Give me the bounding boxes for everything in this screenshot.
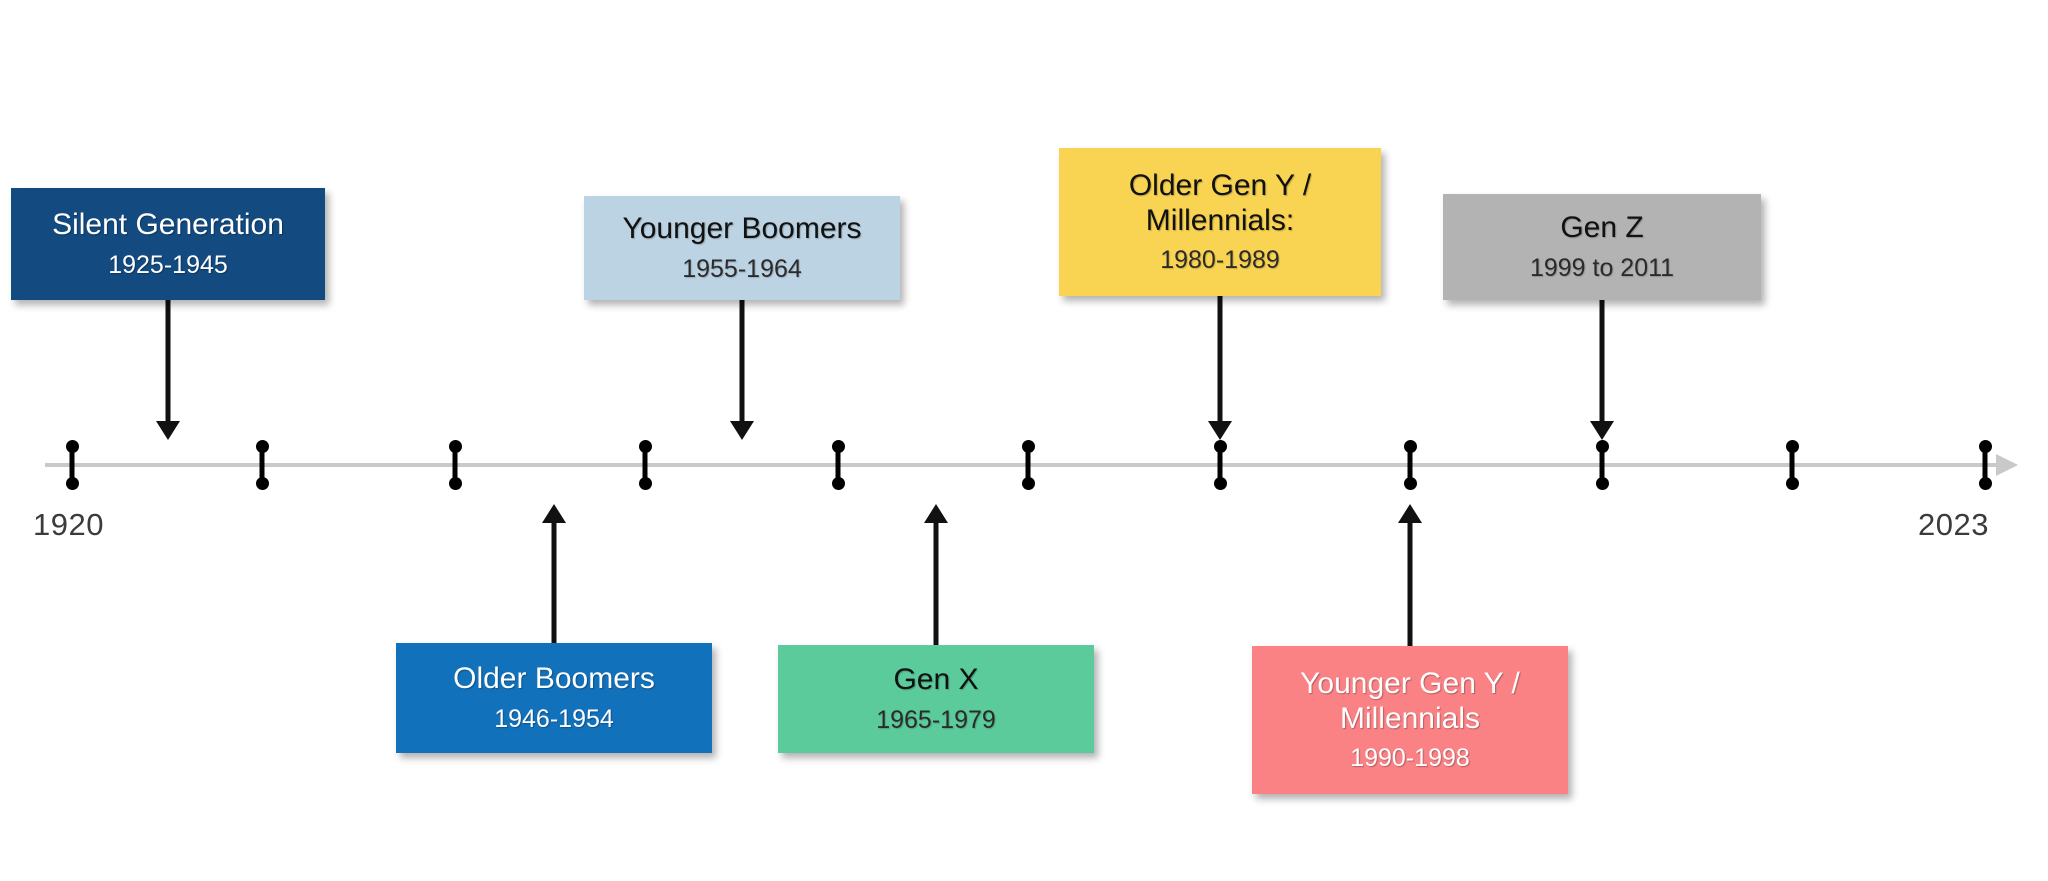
generation-box[interactable]: Younger Boomers 1955-1964	[584, 196, 900, 300]
timeline-axis-line	[45, 463, 2000, 467]
axis-tick	[1982, 446, 1988, 484]
generation-box[interactable]: Older Gen Y / Millennials: 1980-1989	[1059, 148, 1381, 296]
connector-arrowhead-up-icon	[924, 504, 948, 523]
generation-title: Younger Boomers	[622, 212, 862, 246]
connector-line	[1599, 300, 1605, 426]
generation-year-range: 1965-1979	[876, 705, 996, 734]
generation-title: Silent Generation	[52, 208, 284, 242]
connector-arrowhead-down-icon	[156, 421, 180, 440]
axis-tick	[259, 446, 265, 484]
connector-line	[739, 300, 745, 426]
axis-tick	[1217, 446, 1223, 484]
timeline-axis-arrow-icon	[1996, 454, 2018, 476]
generation-year-range: 1925-1945	[108, 250, 228, 279]
generation-box[interactable]: Older Boomers 1946-1954	[396, 643, 712, 753]
connector-arrowhead-down-icon	[730, 421, 754, 440]
axis-tick	[69, 446, 75, 484]
generation-title: Younger Gen Y / Millennials	[1300, 667, 1520, 735]
connector-line	[165, 300, 171, 426]
connector-line	[933, 518, 939, 645]
axis-end-year-label: 2023	[1918, 507, 1989, 542]
connector-line	[1407, 518, 1413, 646]
connector-arrowhead-up-icon	[542, 504, 566, 523]
generation-title: Older Gen Y / Millennials:	[1128, 169, 1312, 237]
generation-box[interactable]: Younger Gen Y / Millennials 1990-1998	[1252, 646, 1568, 794]
generation-box[interactable]: Gen X 1965-1979	[778, 645, 1094, 753]
connector-arrowhead-down-icon	[1208, 421, 1232, 440]
generation-title: Gen Z	[1560, 211, 1644, 245]
generation-year-range: 1955-1964	[682, 254, 802, 283]
connector-arrowhead-up-icon	[1398, 504, 1422, 523]
axis-start-year-label: 1920	[33, 507, 104, 542]
axis-tick	[1599, 446, 1605, 484]
axis-tick	[835, 446, 841, 484]
axis-tick	[1407, 446, 1413, 484]
connector-line	[551, 518, 557, 643]
axis-tick	[1789, 446, 1795, 484]
connector-line	[1217, 296, 1223, 426]
connector-arrowhead-down-icon	[1590, 421, 1614, 440]
axis-tick	[1025, 446, 1031, 484]
generation-year-range: 1999 to 2011	[1529, 253, 1675, 282]
generation-box[interactable]: Gen Z 1999 to 2011	[1443, 194, 1761, 300]
generation-title: Gen X	[893, 663, 979, 697]
generation-box[interactable]: Silent Generation 1925-1945	[11, 188, 325, 300]
generation-year-range: 1946-1954	[494, 704, 614, 733]
generation-title: Older Boomers	[453, 662, 655, 696]
axis-tick	[452, 446, 458, 484]
generation-year-range: 1990-1998	[1350, 743, 1470, 772]
axis-tick	[642, 446, 648, 484]
generation-year-range: 1980-1989	[1160, 245, 1280, 274]
